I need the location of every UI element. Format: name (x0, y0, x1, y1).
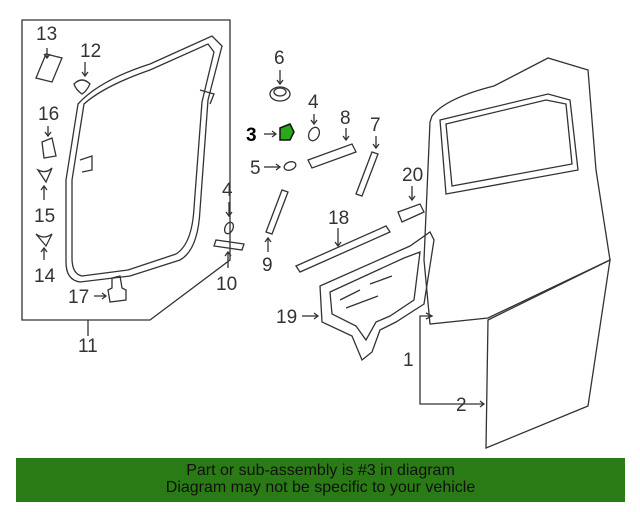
callout-4-upper: 4 (308, 92, 319, 113)
callout-3: 3 (246, 125, 257, 146)
callout-6: 6 (274, 48, 285, 69)
callout-14: 14 (34, 266, 56, 287)
callout-7: 7 (370, 115, 381, 136)
part-8-molding (307, 143, 357, 169)
part-14-clip (35, 233, 53, 248)
part-7-molding (355, 151, 379, 197)
part-3-highlight (279, 123, 295, 141)
callout-15: 15 (34, 206, 55, 227)
weatherstrip (65, 35, 223, 283)
callout-1: 1 (403, 350, 414, 371)
part-20-handle (397, 203, 425, 223)
part-2-door-skin (485, 258, 611, 449)
part-18-rod (295, 225, 391, 273)
callout-18: 18 (328, 208, 349, 229)
part-17-bumper (107, 275, 127, 303)
part-16-clip (41, 137, 57, 159)
callout-16: 16 (38, 104, 59, 125)
callout-20: 20 (402, 165, 423, 186)
part-19-trim-panel (319, 231, 435, 362)
part-13-clip (35, 53, 63, 83)
part-10-bracket (213, 239, 245, 251)
callout-17: 17 (68, 287, 89, 308)
callout-19: 19 (276, 307, 297, 328)
callout-12: 12 (80, 41, 101, 62)
callout-11: 11 (78, 336, 98, 357)
part-12-clip (73, 79, 91, 95)
group-box-11 (21, 19, 231, 321)
callout-13: 13 (36, 24, 57, 45)
banner-line-2: Diagram may not be specific to your vehi… (165, 479, 476, 496)
callout-4-lower: 4 (222, 180, 233, 201)
part-6-grommet (269, 86, 291, 102)
callout-8: 8 (340, 108, 351, 129)
callout-10: 10 (216, 274, 237, 295)
callout-2: 2 (456, 395, 467, 416)
part-1-door-shell (423, 57, 611, 325)
callout-5: 5 (250, 158, 261, 179)
part-15-clip (36, 167, 53, 184)
banner-line-1: Part or sub-assembly is #3 in diagram (186, 462, 455, 479)
notice-banner: Part or sub-assembly is #3 in diagram Di… (16, 458, 625, 502)
callout-9: 9 (262, 255, 273, 276)
part-9-strip (265, 189, 289, 235)
